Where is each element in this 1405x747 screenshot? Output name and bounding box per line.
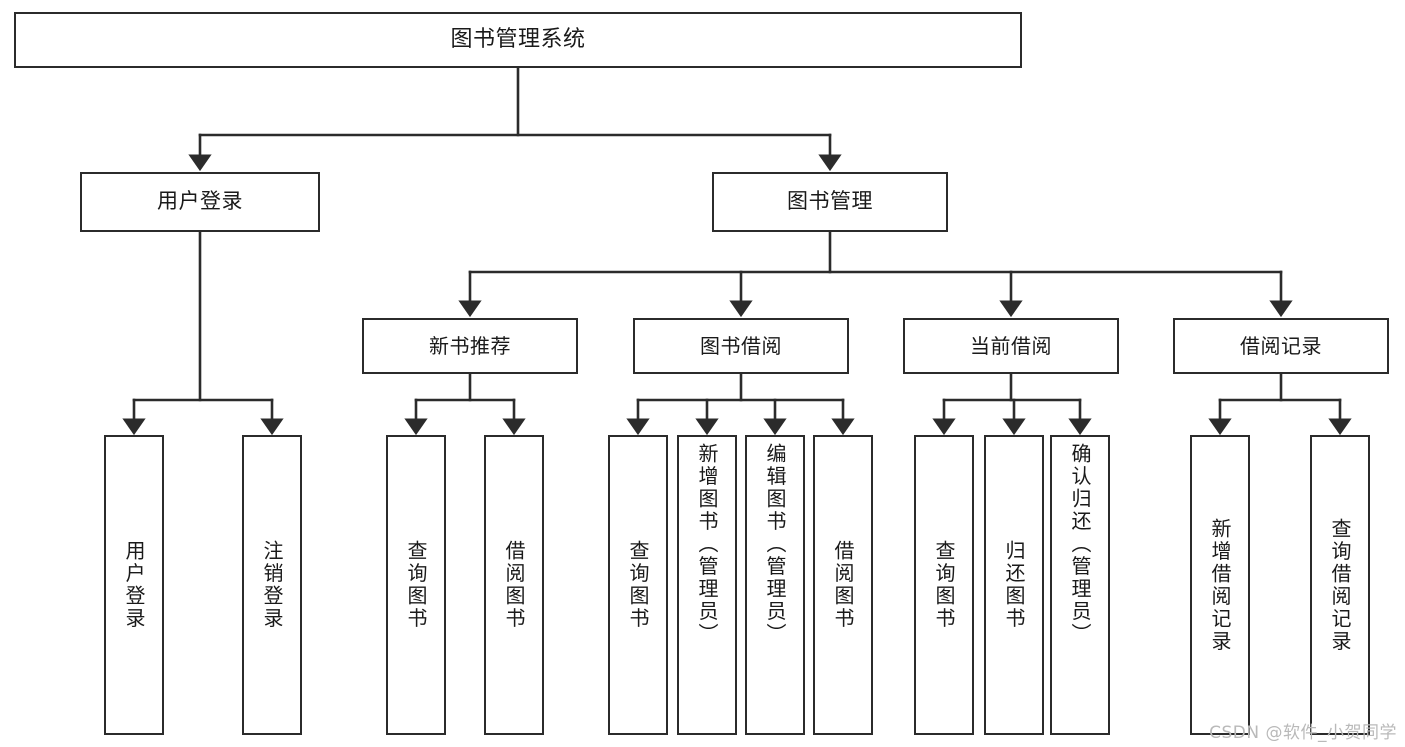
node-leaf-borrow-book-1[interactable]: 借阅图书 bbox=[484, 435, 544, 735]
node-leaf-query-book-2[interactable]: 查询图书 bbox=[608, 435, 668, 735]
node-leaf-borrow-book-2[interactable]: 借阅图书 bbox=[813, 435, 873, 735]
node-leaf-query-book-1[interactable]: 查询图书 bbox=[386, 435, 446, 735]
edge-book-borrow-to-leaves bbox=[626, 372, 855, 436]
node-leaf-add-book[interactable]: 新增图书（管理员） bbox=[677, 435, 737, 735]
node-book-borrow[interactable]: 图书借阅 bbox=[633, 318, 849, 374]
node-leaf-return-book[interactable]: 归还图书 bbox=[984, 435, 1044, 735]
node-leaf-logout-login[interactable]: 注销登录 bbox=[242, 435, 302, 735]
node-book-borrow-label: 图书借阅 bbox=[700, 333, 782, 358]
edge-book-manage-to-level2 bbox=[458, 230, 1293, 318]
edge-root-to-level1 bbox=[188, 66, 842, 172]
node-leaf-query-record-label: 查询借阅记录 bbox=[1328, 517, 1352, 653]
node-current-borrow[interactable]: 当前借阅 bbox=[903, 318, 1119, 374]
node-leaf-query-book-1-label: 查询图书 bbox=[404, 540, 428, 630]
node-user-login[interactable]: 用户登录 bbox=[80, 172, 320, 232]
node-new-book-rec[interactable]: 新书推荐 bbox=[362, 318, 578, 374]
node-leaf-add-record-label: 新增借阅记录 bbox=[1208, 517, 1232, 653]
node-leaf-logout-login-label: 注销登录 bbox=[260, 540, 284, 630]
node-leaf-edit-book[interactable]: 编辑图书（管理员） bbox=[745, 435, 805, 735]
node-leaf-borrow-book-1-label: 借阅图书 bbox=[502, 540, 526, 630]
node-new-book-rec-label: 新书推荐 bbox=[429, 333, 511, 358]
node-borrow-record-label: 借阅记录 bbox=[1240, 333, 1322, 358]
edge-new-book-rec-to-leaves bbox=[404, 372, 526, 436]
node-book-manage-label: 图书管理 bbox=[787, 189, 873, 214]
node-leaf-query-book-3[interactable]: 查询图书 bbox=[914, 435, 974, 735]
node-leaf-edit-book-label: 编辑图书（管理员） bbox=[763, 443, 787, 646]
node-leaf-query-record[interactable]: 查询借阅记录 bbox=[1310, 435, 1370, 735]
node-leaf-user-login-label: 用户登录 bbox=[122, 540, 146, 630]
node-leaf-borrow-book-2-label: 借阅图书 bbox=[831, 540, 855, 630]
watermark-text: CSDN @软件_小贺同学 bbox=[1209, 723, 1397, 743]
node-root-label: 图书管理系统 bbox=[450, 26, 586, 52]
node-leaf-add-book-label: 新增图书（管理员） bbox=[695, 443, 719, 646]
node-current-borrow-label: 当前借阅 bbox=[970, 333, 1052, 358]
node-borrow-record[interactable]: 借阅记录 bbox=[1173, 318, 1389, 374]
edge-current-borrow-to-leaves bbox=[932, 372, 1092, 436]
node-root-system[interactable]: 图书管理系统 bbox=[14, 12, 1022, 68]
node-leaf-confirm-return-label: 确认归还（管理员） bbox=[1068, 443, 1092, 646]
edge-borrow-record-to-leaves bbox=[1208, 372, 1352, 436]
node-leaf-confirm-return[interactable]: 确认归还（管理员） bbox=[1050, 435, 1110, 735]
node-leaf-query-book-2-label: 查询图书 bbox=[626, 540, 650, 630]
node-book-manage[interactable]: 图书管理 bbox=[712, 172, 948, 232]
node-leaf-query-book-3-label: 查询图书 bbox=[932, 540, 956, 630]
node-leaf-user-login[interactable]: 用户登录 bbox=[104, 435, 164, 735]
node-leaf-return-book-label: 归还图书 bbox=[1002, 540, 1026, 630]
edge-user-login-to-leaves bbox=[122, 230, 284, 436]
node-leaf-add-record[interactable]: 新增借阅记录 bbox=[1190, 435, 1250, 735]
node-user-login-label: 用户登录 bbox=[157, 189, 243, 214]
